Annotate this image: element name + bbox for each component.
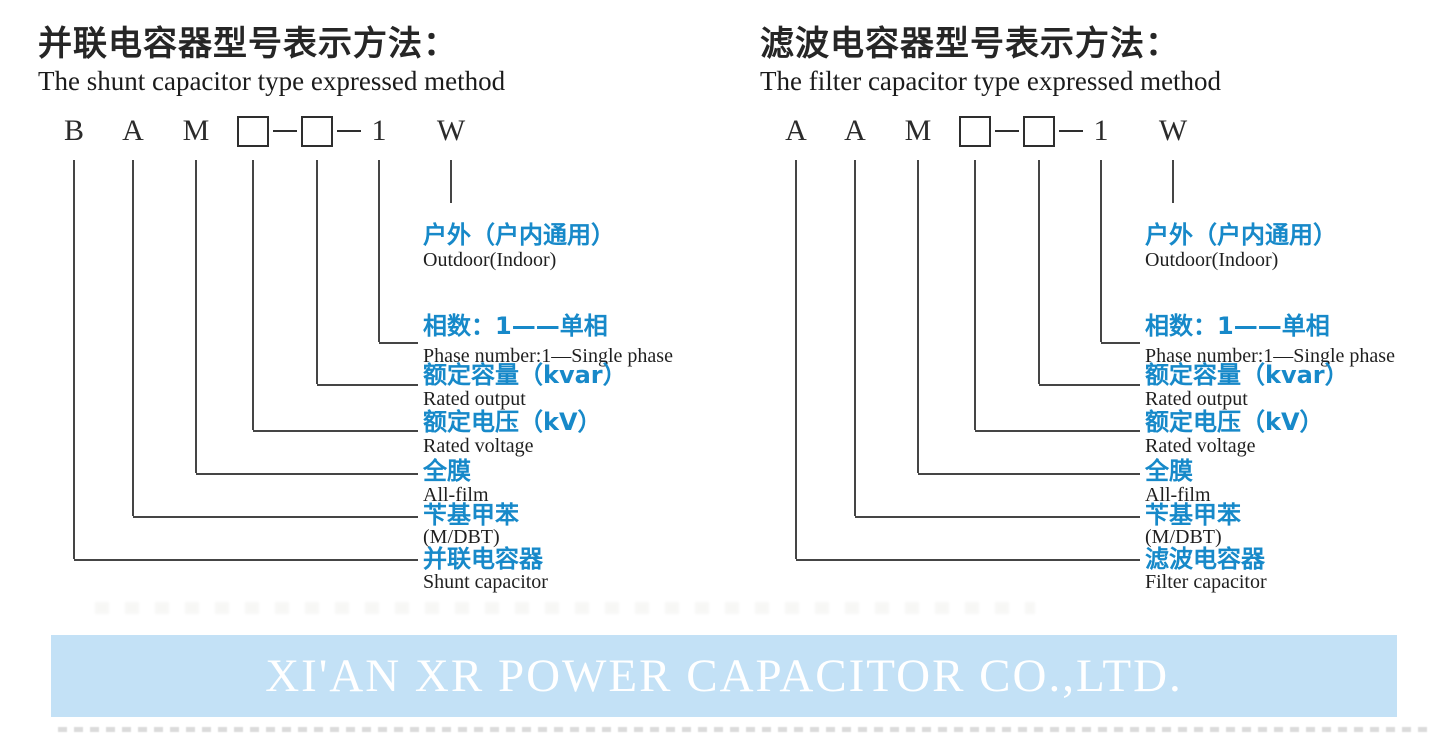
label-cn: 并联电容器 xyxy=(423,545,543,573)
code-placeholder-box xyxy=(301,116,333,147)
scan-artifact-top xyxy=(95,602,1035,614)
code-placeholder-box xyxy=(237,116,269,147)
connector-vline xyxy=(450,160,452,203)
label-cn: 相数：1——单相 xyxy=(1145,312,1330,340)
company-banner: XI'AN XR POWER CAPACITOR CO.,LTD. xyxy=(51,635,1397,717)
connector-vline xyxy=(73,160,75,559)
connector-vline xyxy=(917,160,919,473)
label-en: Rated voltage xyxy=(1145,435,1256,457)
label-cn: 额定容量（kvar） xyxy=(1145,361,1349,389)
label-cn: 相数：1——单相 xyxy=(423,312,608,340)
connector-vline xyxy=(378,160,380,342)
code-letter: W xyxy=(1158,114,1188,147)
code-letter: M xyxy=(904,114,932,147)
connector-hline xyxy=(855,516,1140,518)
code-dash xyxy=(273,130,297,132)
code-letter: 1 xyxy=(1093,114,1109,147)
connector-vline xyxy=(1038,160,1040,384)
label-cn: 苄基甲苯 xyxy=(1145,501,1241,529)
label-cn: 滤波电容器 xyxy=(1145,545,1265,573)
connector-vline xyxy=(795,160,797,559)
code-dash xyxy=(1059,130,1083,132)
label-cn: 户外（户内通用） xyxy=(1145,221,1337,249)
shunt-title-cn: 并联电容器型号表示方法： xyxy=(38,24,458,64)
label-cn: 额定电压（kV） xyxy=(423,408,602,436)
shunt-capacitor-diagram: 并联电容器型号表示方法： The shunt capacitor type ex… xyxy=(0,0,725,620)
connector-hline xyxy=(918,473,1140,475)
code-letter: M xyxy=(182,114,210,147)
shunt-title-en: The shunt capacitor type expressed metho… xyxy=(38,66,506,96)
code-placeholder-box xyxy=(1023,116,1055,147)
code-placeholder-box xyxy=(959,116,991,147)
connector-hline xyxy=(379,342,418,344)
connector-hline xyxy=(1039,384,1140,386)
connector-hline xyxy=(253,430,418,432)
filter-capacitor-diagram: 滤波电容器型号表示方法： The filter capacitor type e… xyxy=(722,0,1447,620)
label-en: Rated output xyxy=(1145,388,1248,410)
filter-title-cn: 滤波电容器型号表示方法： xyxy=(760,24,1180,64)
company-name: XI'AN XR POWER CAPACITOR CO.,LTD. xyxy=(265,650,1183,702)
connector-vline xyxy=(974,160,976,430)
label-cn: 额定容量（kvar） xyxy=(423,361,627,389)
scan-artifact-bottom xyxy=(58,727,1430,732)
connector-hline xyxy=(196,473,418,475)
connector-vline xyxy=(1100,160,1102,342)
label-en: Rated voltage xyxy=(423,435,534,457)
label-cn: 户外（户内通用） xyxy=(423,221,615,249)
label-en: Phase number:1—Single phase xyxy=(1145,345,1395,367)
connector-vline xyxy=(316,160,318,384)
label-en: Outdoor(Indoor) xyxy=(423,249,557,271)
label-cn: 额定电压（kV） xyxy=(1145,408,1324,436)
code-dash xyxy=(995,130,1019,132)
label-en: Shunt capacitor xyxy=(423,571,548,593)
label-en: Filter capacitor xyxy=(1145,571,1267,593)
label-en: Phase number:1—Single phase xyxy=(423,345,673,367)
connector-vline xyxy=(1172,160,1174,203)
code-letter: 1 xyxy=(371,114,387,147)
connector-hline xyxy=(1101,342,1140,344)
label-cn: 全膜 xyxy=(423,457,471,485)
code-letter: A xyxy=(844,114,866,147)
code-letter: W xyxy=(436,114,466,147)
connector-hline xyxy=(975,430,1140,432)
connector-hline xyxy=(133,516,418,518)
connector-vline xyxy=(252,160,254,430)
connector-hline xyxy=(796,559,1140,561)
connector-hline xyxy=(74,559,418,561)
code-letter: B xyxy=(63,114,85,147)
label-en: Rated output xyxy=(423,388,526,410)
label-en: (M/DBT) xyxy=(423,526,500,548)
label-cn: 苄基甲苯 xyxy=(423,501,519,529)
label-en: All-film xyxy=(1145,484,1211,506)
label-en: All-film xyxy=(423,484,489,506)
label-cn: 全膜 xyxy=(1145,457,1193,485)
connector-vline xyxy=(195,160,197,473)
filter-title-en: The filter capacitor type expressed meth… xyxy=(760,66,1222,96)
connector-vline xyxy=(854,160,856,516)
connector-hline xyxy=(317,384,418,386)
code-dash xyxy=(337,130,361,132)
label-en: (M/DBT) xyxy=(1145,526,1222,548)
label-en: Outdoor(Indoor) xyxy=(1145,249,1279,271)
code-letter: A xyxy=(785,114,807,147)
code-letter: A xyxy=(122,114,144,147)
connector-vline xyxy=(132,160,134,516)
